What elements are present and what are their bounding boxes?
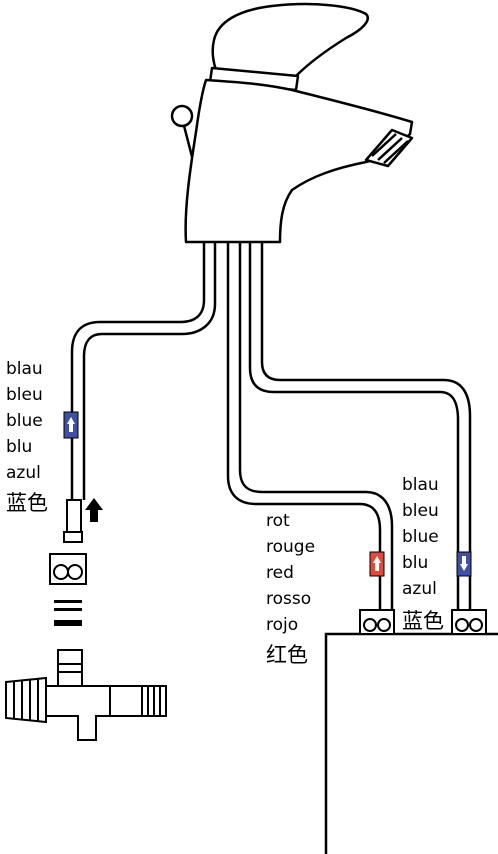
- left-hose-nut: [49, 553, 87, 585]
- red-marker: [369, 551, 385, 577]
- label-it: blu: [6, 437, 32, 457]
- label-de: blau: [6, 359, 43, 379]
- red-hose: [226, 242, 394, 612]
- label-cn: 蓝色: [402, 609, 444, 633]
- right-blue-marker: [456, 551, 472, 577]
- left-hose-end: [63, 531, 83, 543]
- hose-nut-blue: [451, 609, 487, 635]
- aerator: [364, 128, 414, 168]
- label-en: blue: [6, 411, 43, 431]
- valve-threaded-outlet: [109, 685, 167, 717]
- label-fr: bleu: [402, 501, 439, 521]
- arrow-down-icon: [460, 556, 468, 571]
- label-en: blue: [402, 527, 439, 547]
- blue-label-left: blau bleu blue blu azul 蓝色: [6, 359, 48, 515]
- left-hose-tip: [66, 499, 82, 535]
- washer-stack: [54, 600, 82, 626]
- countertop: [324, 632, 498, 854]
- red-label: rot rouge red rosso rojo 红色: [266, 511, 315, 667]
- faucet-lever: [211, 2, 369, 78]
- label-es: azul: [402, 579, 437, 599]
- hose-nut-red: [359, 609, 395, 635]
- label-cn: 红色: [266, 643, 308, 667]
- arrow-up-icon: [373, 556, 381, 571]
- angle-valve: [5, 649, 167, 741]
- blue-label-right: blau bleu blue blu azul 蓝色: [402, 475, 444, 633]
- faucet-body: [184, 78, 414, 244]
- right-blue-hose: [248, 242, 472, 612]
- label-fr: bleu: [6, 385, 43, 405]
- label-en: red: [266, 563, 294, 583]
- direction-arrow-icon: [85, 498, 103, 522]
- label-fr: rouge: [266, 537, 315, 557]
- label-de: rot: [266, 511, 290, 531]
- label-it: rosso: [266, 589, 311, 609]
- label-es: azul: [6, 463, 41, 483]
- left-blue-hose: [70, 242, 217, 500]
- popup-knob: [170, 104, 194, 128]
- label-es: rojo: [266, 615, 298, 635]
- left-blue-marker: [63, 411, 79, 439]
- faucet: [170, 2, 414, 244]
- label-de: blau: [402, 475, 439, 495]
- arrow-up-icon: [67, 417, 75, 432]
- valve-handle: [5, 676, 47, 724]
- label-cn: 蓝色: [6, 491, 48, 515]
- label-it: blu: [402, 553, 428, 573]
